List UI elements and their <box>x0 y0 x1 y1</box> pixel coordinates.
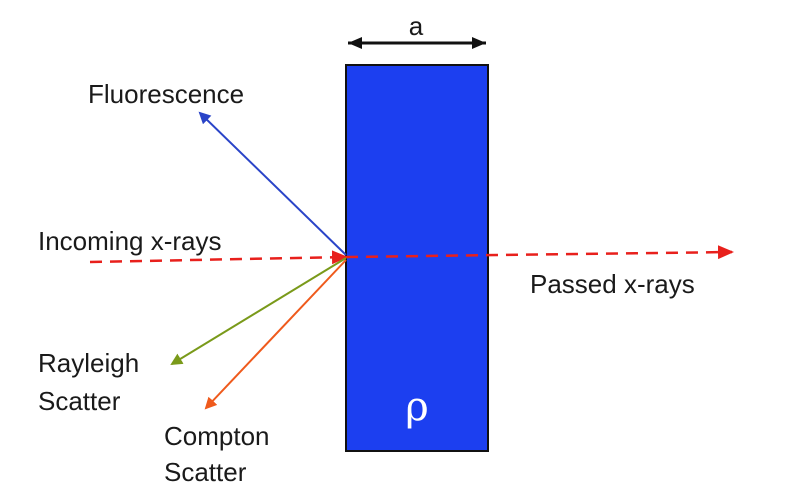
incoming-xray-beam <box>89 250 348 265</box>
passed-xrays-label: Passed x-rays <box>530 269 695 299</box>
rayleigh-scatter-label-line2: Scatter <box>38 386 121 416</box>
passed-xray-beam <box>345 245 734 260</box>
compton-scatter-label-line2: Scatter <box>164 457 247 487</box>
sample-slab <box>345 64 489 452</box>
fluorescence-label: Fluorescence <box>88 79 244 109</box>
incoming-xrays-label: Incoming x-rays <box>38 226 222 256</box>
rayleigh-scatter-ray <box>170 257 347 366</box>
rayleigh-scatter-label-line1: Rayleigh <box>38 348 139 378</box>
compton-scatter-label-line1: Compton <box>164 421 270 451</box>
compton-scatter-ray <box>204 259 347 410</box>
density-symbol: ρ <box>405 384 429 430</box>
fluorescence-ray <box>198 111 347 256</box>
thickness-label: a <box>409 11 424 41</box>
